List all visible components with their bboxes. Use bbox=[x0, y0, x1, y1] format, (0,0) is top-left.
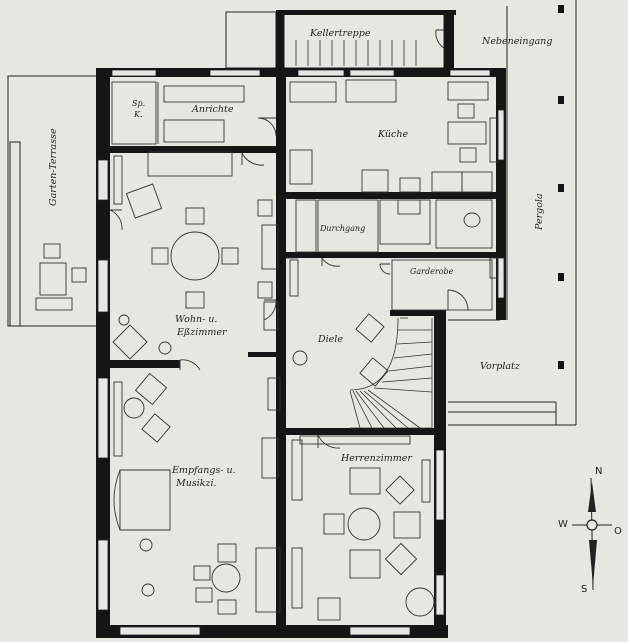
label-pergola: Pergola bbox=[534, 193, 545, 231]
kitchen bbox=[289, 79, 493, 193]
study-room bbox=[291, 439, 435, 621]
living-dining-room bbox=[112, 151, 279, 360]
doors bbox=[109, 29, 445, 449]
durchgang-area bbox=[295, 199, 493, 253]
label-sp: Sp. bbox=[132, 99, 145, 108]
label-diele: Diele bbox=[317, 334, 343, 345]
label-kellertreppe: Kellertreppe bbox=[309, 28, 371, 39]
label-vorplatz: Vorplatz bbox=[480, 361, 521, 372]
anrichte-room bbox=[111, 81, 277, 145]
compass-north: N bbox=[595, 466, 602, 477]
compass-south: S bbox=[581, 584, 587, 595]
label-wohn-line2: Eßzimmer bbox=[176, 327, 228, 338]
vorplatz-area bbox=[448, 319, 576, 426]
windows bbox=[97, 69, 505, 636]
cellar-stair bbox=[225, 11, 445, 69]
label-durchgang: Durchgang bbox=[319, 224, 365, 233]
label-nebeneingang: Nebeneingang bbox=[481, 36, 552, 47]
label-garden-terrace: Garten-Terrasse bbox=[48, 128, 59, 206]
label-k: K. bbox=[133, 110, 143, 119]
label-empfang-line2: Musikzi. bbox=[175, 478, 217, 489]
label-wohn-line1: Wohn- u. bbox=[175, 314, 217, 325]
reception-music-room bbox=[113, 372, 281, 615]
label-herrenzimmer: Herrenzimmer bbox=[340, 453, 413, 464]
compass-rose: N S W O bbox=[558, 466, 622, 595]
label-garderobe: Garderobe bbox=[410, 267, 454, 276]
walls bbox=[96, 10, 506, 638]
radiators bbox=[113, 117, 499, 503]
compass-east: O bbox=[614, 526, 622, 537]
garderobe-room bbox=[391, 259, 493, 311]
diele-hall bbox=[267, 263, 391, 411]
label-anrichte: Anrichte bbox=[191, 104, 234, 115]
pergola bbox=[506, 0, 577, 425]
compass-west: W bbox=[558, 519, 568, 530]
spiral-stair bbox=[349, 317, 433, 429]
label-empfang-line1: Empfangs- u. bbox=[171, 465, 236, 476]
label-kueche: Küche bbox=[377, 129, 408, 140]
